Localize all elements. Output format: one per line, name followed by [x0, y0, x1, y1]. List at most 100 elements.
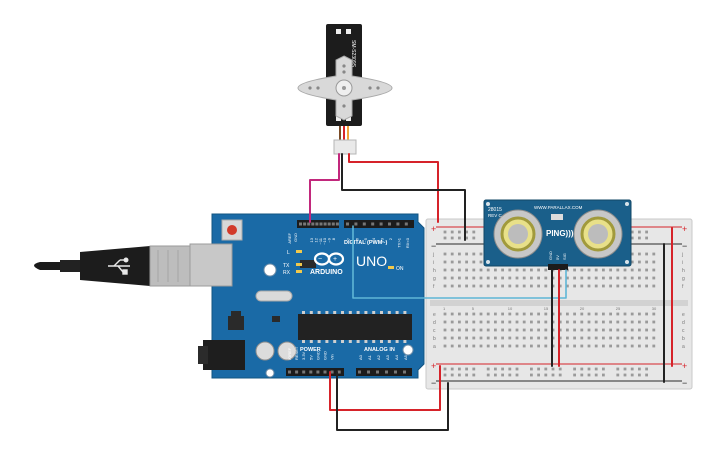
svg-text:+: +	[682, 361, 687, 371]
row-letter-left: h	[433, 268, 436, 274]
pin-label: 3.3V	[301, 351, 306, 360]
wire-servo-power	[348, 153, 439, 223]
column-number: 30	[652, 306, 657, 311]
sensor-pin-5v: 5V	[555, 255, 560, 260]
sensor-led	[551, 214, 563, 220]
pin-label: A4	[394, 354, 399, 360]
column-number: 10	[508, 306, 513, 311]
pin-label: 2	[388, 237, 393, 240]
column-number: 20	[580, 306, 585, 311]
servo-model-label: SM-S2309S	[350, 40, 356, 68]
pin-label: A0	[358, 354, 363, 360]
row-letter-left: j	[432, 252, 434, 258]
pin-label: ~3	[380, 237, 385, 242]
row-letter-right: h	[682, 268, 685, 274]
row-letter-right: d	[682, 320, 685, 326]
arduino-uno-board[interactable]: L TX RX ON − + ARDUINO UNO DIGITAL (PWM~…	[189, 213, 425, 379]
digital-header-low[interactable]	[344, 220, 414, 228]
wire-sensor-signal	[352, 225, 567, 299]
row-letter-left: e	[433, 312, 436, 318]
row-letter-right: j	[681, 252, 683, 258]
arduino-brand: ARDUINO	[310, 269, 343, 276]
row-letter-left: g	[433, 276, 436, 282]
svg-text:+: +	[682, 224, 687, 234]
row-letter-left: a	[433, 344, 436, 350]
microcontroller-pins	[302, 311, 407, 343]
usb-icon	[108, 257, 130, 275]
pin-label: IOREF	[287, 347, 292, 360]
svg-text:+: +	[431, 361, 436, 371]
wire-servo-ground	[341, 153, 466, 241]
reset-button[interactable]	[227, 225, 237, 235]
usb-cable[interactable]	[34, 245, 191, 287]
digital-label: DIGITAL (PWM~)	[344, 240, 388, 246]
pin-label: ~10	[322, 237, 327, 245]
analog-label: ANALOG IN	[364, 347, 395, 353]
wires[interactable]	[309, 153, 673, 431]
pin-label: GND	[293, 233, 298, 242]
header-pin-holes	[288, 222, 408, 374]
pin-label: 7	[346, 237, 351, 240]
pin-label: A1	[367, 354, 372, 360]
column-number: 25	[616, 306, 621, 311]
pin-label: ~6	[354, 237, 359, 242]
pin-label: GND	[315, 351, 320, 360]
pin-label: Vin	[330, 354, 335, 360]
sensor-pin-gnd: GND	[548, 251, 553, 260]
pin-label: ~9	[327, 237, 332, 242]
transducer-left	[493, 209, 543, 259]
row-letter-left: i	[433, 260, 434, 266]
row-letter-left: c	[433, 328, 436, 334]
svg-text:−: −	[431, 241, 436, 251]
sensor-part-number: 28015	[488, 207, 502, 213]
pin-label: RESET	[294, 346, 299, 360]
pin-label: AREF	[287, 232, 292, 243]
pin-label: TX>1	[396, 237, 401, 247]
power-header[interactable]	[286, 368, 344, 376]
pin-label: A2	[376, 354, 381, 360]
column-number: 1	[443, 306, 446, 311]
svg-text:−: −	[431, 378, 436, 388]
servo-horn[interactable]	[297, 55, 393, 121]
wire-arduino-5v	[329, 365, 441, 411]
svg-text:+: +	[333, 256, 337, 263]
pin-label: RX<0	[405, 237, 410, 248]
row-letter-left: b	[433, 336, 436, 342]
ping-ultrasonic-sensor[interactable]: 28015 REV C WWW.PARALLAX.COM PING))) GND…	[483, 199, 632, 270]
pin-label: ~5	[363, 237, 368, 242]
row-letter-right: a	[682, 344, 685, 350]
pin-label: GND	[323, 351, 328, 360]
wire-arduino-gnd	[336, 371, 449, 431]
pin-label: ~11	[318, 237, 323, 244]
power-label: POWER	[300, 347, 321, 353]
sensor-revision: REV C	[488, 213, 503, 218]
row-letter-right: b	[682, 336, 685, 342]
svg-text:−: −	[682, 378, 687, 388]
analog-header[interactable]	[356, 368, 412, 376]
wire-servo-signal	[309, 153, 340, 223]
pin-label: 5V	[308, 355, 313, 360]
row-letter-right: i	[682, 260, 683, 266]
sensor-website: WWW.PARALLAX.COM	[534, 205, 583, 210]
servo-motor[interactable]: SM-S2309S	[297, 24, 393, 155]
led-label-tx: TX	[283, 263, 290, 269]
row-letter-right: f	[682, 284, 684, 290]
pin-label: 12	[313, 237, 318, 242]
pin-label: A5	[403, 354, 408, 360]
led-label-l: L	[287, 250, 290, 256]
pin-label: 4	[371, 237, 376, 240]
svg-text:−: −	[682, 241, 687, 251]
sensor-pin-sig: SIG	[562, 253, 567, 260]
led-label-rx: RX	[283, 270, 291, 276]
svg-text:−: −	[318, 256, 322, 263]
transducer-right	[573, 209, 623, 259]
row-letter-right: e	[682, 312, 685, 318]
row-letter-left: d	[433, 320, 436, 326]
pin-label: 13	[309, 237, 314, 242]
pin-label: A3	[385, 354, 390, 360]
row-letter-right: g	[682, 276, 685, 282]
